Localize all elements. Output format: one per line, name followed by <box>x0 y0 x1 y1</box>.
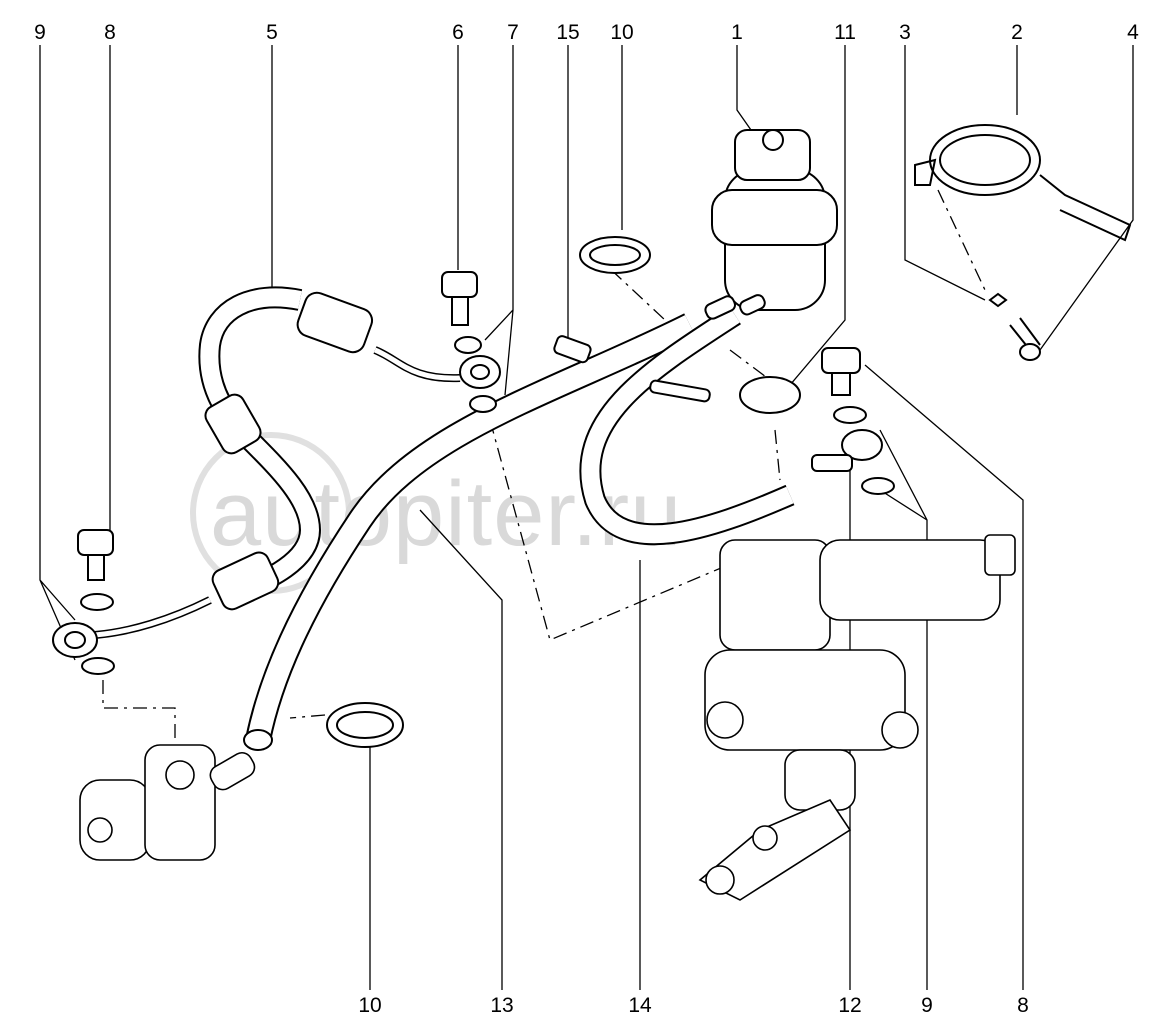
callout-12: 12 <box>838 994 862 1017</box>
reservoir-1 <box>704 129 838 320</box>
callout-10: 10 <box>610 21 634 44</box>
steering-gear <box>698 534 1016 901</box>
hose-5 <box>52 286 501 658</box>
callout-9: 9 <box>34 21 46 44</box>
callout-10-bottom: 10 <box>358 994 382 1017</box>
bolts-washers <box>77 271 895 675</box>
hose-14 <box>579 305 795 546</box>
callout-5: 5 <box>266 21 278 44</box>
power-steering-pump <box>79 744 256 861</box>
callout-7: 7 <box>507 21 519 44</box>
callout-3: 3 <box>899 21 911 44</box>
bracket-2 <box>914 124 1132 361</box>
callout-8: 8 <box>104 21 116 44</box>
callout-13: 13 <box>490 994 514 1017</box>
callout-1: 1 <box>731 21 743 44</box>
callout-15: 15 <box>556 21 580 44</box>
callout-14: 14 <box>628 994 652 1017</box>
hose-13 <box>243 313 696 751</box>
callout-11: 11 <box>834 21 856 44</box>
callout-4: 4 <box>1127 21 1139 44</box>
callout-8-bottom: 8 <box>1017 994 1029 1017</box>
callout-9-bottom: 9 <box>921 994 933 1017</box>
hose-clamps <box>326 236 801 748</box>
callout-6: 6 <box>452 21 464 44</box>
dashed-guides <box>102 189 986 740</box>
callout-2: 2 <box>1011 21 1023 44</box>
